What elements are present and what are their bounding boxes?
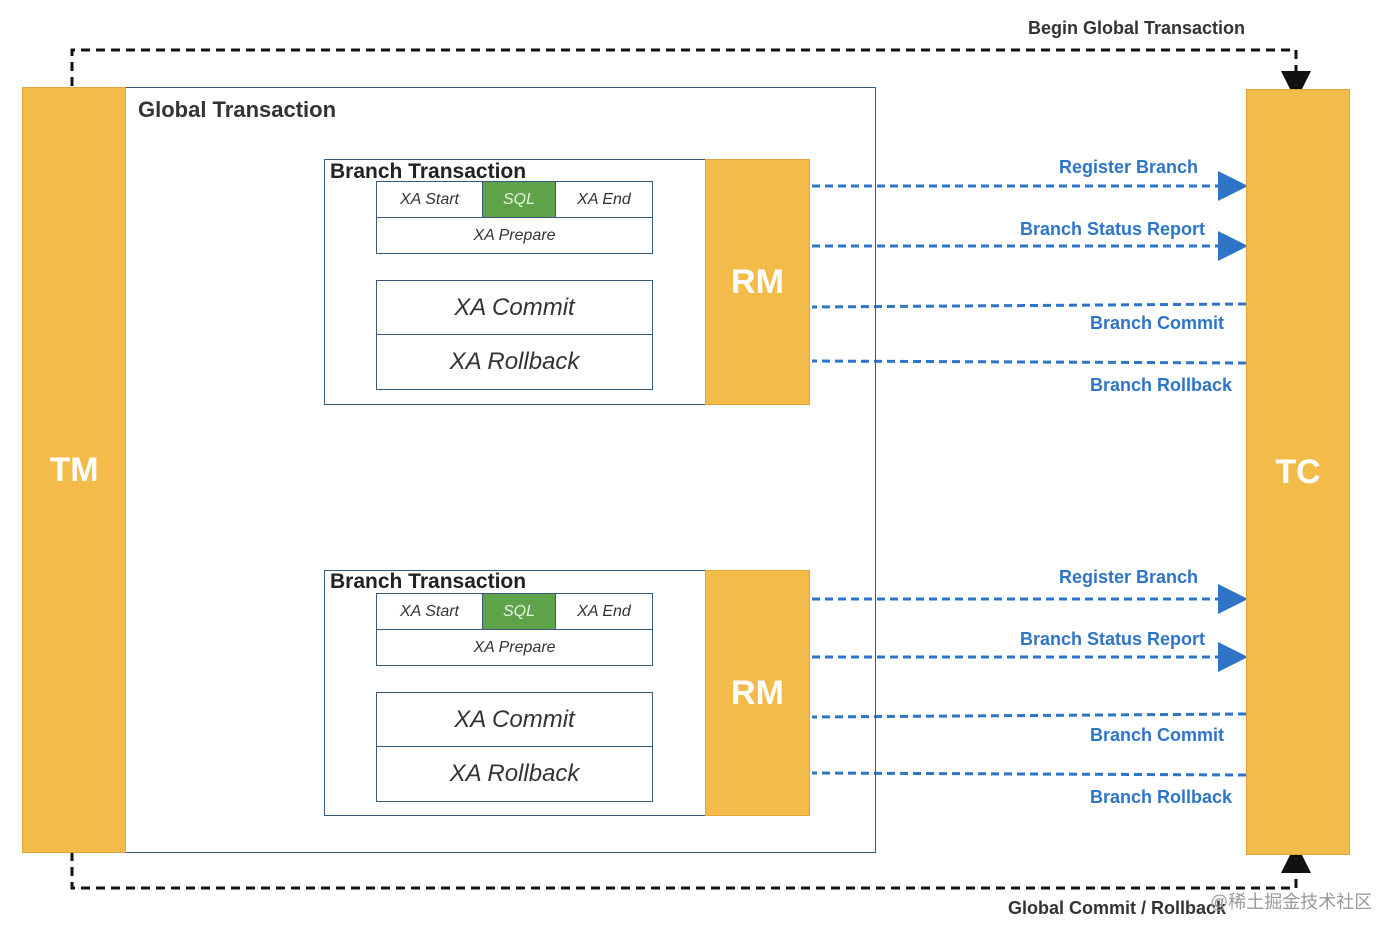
branch-rollback-line-1	[811, 359, 1247, 365]
branch-commit-label-1: Branch Commit	[1090, 313, 1225, 333]
branch-rollback-label-2: Branch Rollback	[1090, 787, 1233, 807]
global-transaction-label: Global Transaction	[138, 97, 337, 122]
branch-transaction-title-2: Branch Transaction	[330, 570, 527, 593]
branch-status-report-label-1: Branch Status Report	[1020, 219, 1206, 239]
tm-label: TM	[49, 450, 99, 489]
xa-start-cell-2: XA Start	[376, 593, 483, 630]
sql-cell-1: SQL	[482, 181, 556, 218]
xa-prepare-cell-1: XA Prepare	[376, 217, 653, 254]
tc-label: TC	[1275, 452, 1321, 491]
branch-commit-line-2	[811, 712, 1247, 719]
branch-transaction-title-1: Branch Transaction	[330, 160, 527, 183]
begin-global-transaction-label: Begin Global Transaction	[1028, 18, 1246, 38]
watermark-text: @稀土掘金技术社区	[1210, 892, 1373, 912]
xa-rollback-cell-2: XA Rollback	[376, 746, 653, 802]
xa-end-cell-2: XA End	[555, 593, 653, 630]
xa-rollback-cell-1: XA Rollback	[376, 334, 653, 390]
xa-start-cell-1: XA Start	[376, 181, 483, 218]
rm-actor-2: RM	[705, 570, 810, 816]
branch-rollback-label-1: Branch Rollback	[1090, 375, 1233, 395]
xa-commit-cell-1: XA Commit	[376, 280, 653, 335]
branch-status-report-label-2: Branch Status Report	[1020, 629, 1206, 649]
branch-commit-label-2: Branch Commit	[1090, 725, 1225, 745]
begin-global-transaction-arrow	[70, 48, 1311, 101]
tc-actor: TC	[1246, 89, 1350, 855]
branch-rollback-line-2	[811, 771, 1247, 777]
branch-commit-line-1	[811, 302, 1247, 309]
register-branch-label-1: Register Branch	[1059, 157, 1199, 177]
global-commit-rollback-arrow	[70, 843, 1311, 890]
xa-prepare-cell-2: XA Prepare	[376, 629, 653, 666]
register-branch-label-2: Register Branch	[1059, 567, 1199, 587]
tm-actor: TM	[22, 87, 126, 853]
xa-commit-cell-2: XA Commit	[376, 692, 653, 747]
rm-label-2: RM	[731, 673, 784, 712]
rm-actor-1: RM	[705, 159, 810, 405]
global-commit-rollback-label: Global Commit / Rollback	[1008, 898, 1227, 918]
xa-end-cell-1: XA End	[555, 181, 653, 218]
rm-label-1: RM	[731, 262, 784, 301]
sql-cell-2: SQL	[482, 593, 556, 630]
